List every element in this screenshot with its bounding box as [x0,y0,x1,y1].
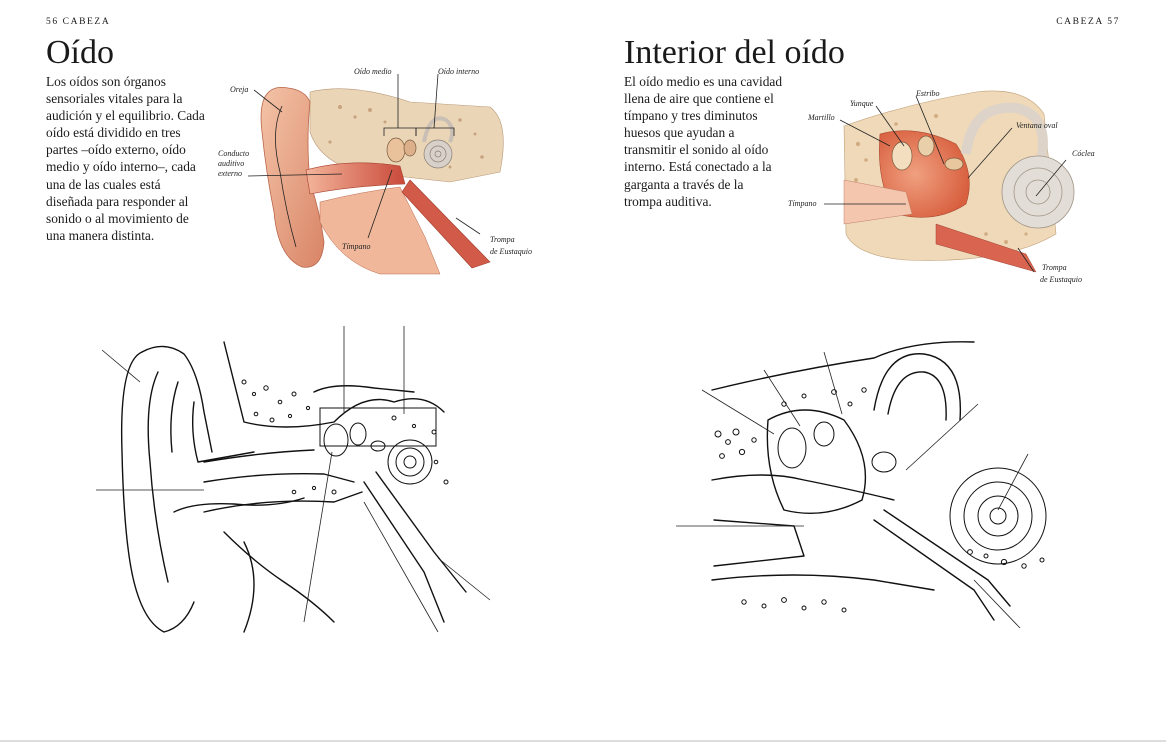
label-oido-medio: Oído medio [354,67,392,76]
running-head-left: 56 CABEZA [46,17,111,27]
page-title-oido: Oído [46,34,114,71]
label-oreja: Oreja [230,85,248,94]
label-trompa-1: Trompa [490,235,515,244]
label-oido-interno: Oído interno [438,67,479,76]
label-ventana-oval: Ventana oval [1016,121,1058,130]
label-conducto-3: externo [218,169,242,178]
page-bottom-edge [0,740,1166,742]
label-conducto-2: auditivo [218,159,244,168]
intro-paragraph-right: El oído medio es una cavidad llena de ai… [624,74,783,209]
label-yunque: Yunque [850,99,874,108]
page-title-interior-oido: Interior del oído [624,34,845,71]
intro-paragraph-left: Los oídos son órganos sensoriales vitale… [46,74,205,243]
inner-ear-illustration: Yunque Estribo Martillo Ventana oval Cóc… [788,89,1095,284]
inner-ear-line-art-diagram [676,341,1047,629]
label-trompa-right-1: Trompa [1042,263,1067,272]
label-trompa-right-2: de Eustaquio [1040,275,1082,284]
label-estribo: Estribo [915,89,940,98]
ear-cross-section-illustration: Oreja Oído medio Oído interno Conducto a… [218,67,532,275]
label-timpano: Tímpano [342,242,370,251]
label-conducto-1: Conducto [218,149,249,158]
label-timpano-right: Tímpano [788,199,816,208]
ear-line-art-diagram [96,326,491,633]
label-trompa-2: de Eustaquio [490,247,532,256]
label-martillo: Martillo [807,113,835,122]
running-head-right: CABEZA 57 [1056,17,1120,27]
label-coclea: Cóclea [1072,149,1095,158]
